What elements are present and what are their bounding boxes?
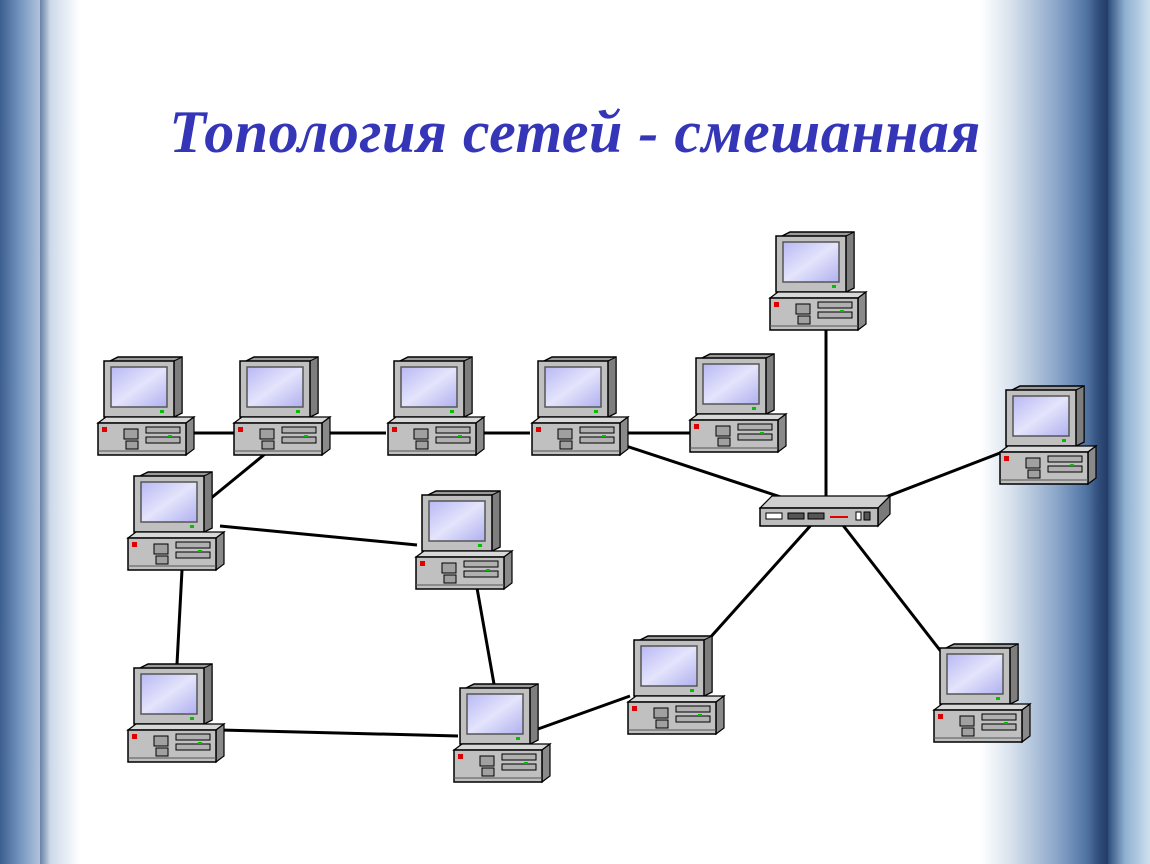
desktop-computer-icon xyxy=(414,490,514,591)
desktop-computer-icon xyxy=(452,683,552,784)
desktop-computer-icon xyxy=(126,663,226,764)
slide-title: Топология сетей - смешанная xyxy=(169,99,981,165)
connection-pc10-hub xyxy=(706,522,814,642)
connection-pc12-hub xyxy=(877,451,1001,502)
desktop-computer-icon xyxy=(626,635,726,736)
desktop-computer-icon xyxy=(768,231,868,332)
network-hub-icon xyxy=(758,494,892,528)
connection-pc2-pc6 xyxy=(209,452,266,501)
desktop-computer-icon xyxy=(932,643,1032,744)
desktop-computer-icon xyxy=(126,471,226,572)
desktop-computer-icon xyxy=(386,356,486,457)
connection-pc6-pc7 xyxy=(219,524,418,547)
connection-pc4-hub xyxy=(625,444,791,502)
desktop-computer-icon xyxy=(96,356,196,457)
nodes xyxy=(96,231,1098,784)
desktop-computer-icon xyxy=(688,353,788,454)
slide-border-right xyxy=(1090,0,1108,864)
connection-pc7-pc9 xyxy=(475,587,496,685)
connection-pc9-pc10 xyxy=(537,694,631,731)
connection-pc8-pc9 xyxy=(219,728,459,738)
desktop-computer-icon xyxy=(232,356,332,457)
slide-border-left xyxy=(40,0,50,864)
desktop-computer-icon xyxy=(998,385,1098,486)
connection-pc6-pc8 xyxy=(175,569,184,665)
connection-pc13-hub xyxy=(840,523,948,659)
desktop-computer-icon xyxy=(530,356,630,457)
